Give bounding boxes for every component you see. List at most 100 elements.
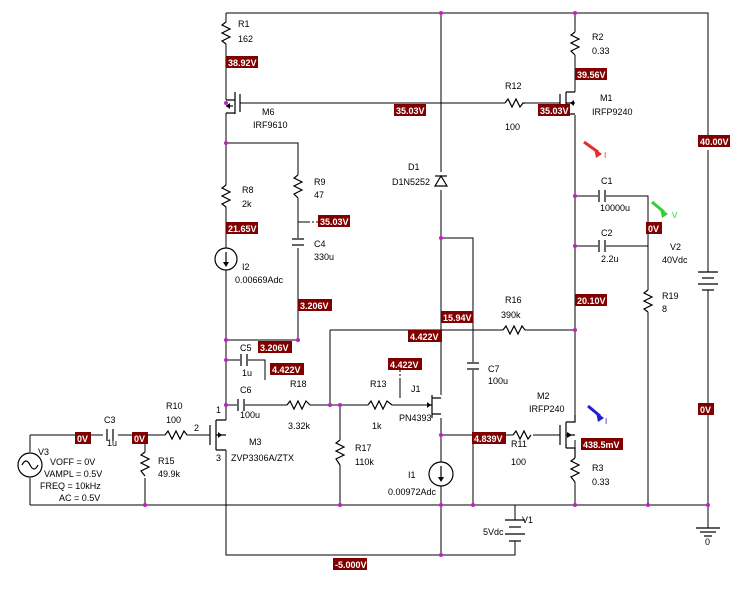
c7-value: 100u — [488, 376, 508, 386]
svg-text:35.03V: 35.03V — [320, 217, 349, 227]
voltage-badge: 35.03V — [318, 215, 350, 227]
svg-text:0V: 0V — [134, 434, 145, 444]
r1-value: 162 — [238, 34, 253, 44]
voltage-badge: 4.422V — [388, 358, 422, 370]
svg-text:4.839V: 4.839V — [474, 434, 503, 444]
voltage-badge: 35.03V — [538, 104, 570, 116]
r13-symbol — [367, 399, 393, 411]
voltage-badge: 15.94V — [441, 311, 473, 323]
voltage-badge: 0V — [75, 432, 91, 444]
svg-text:35.03V: 35.03V — [396, 106, 425, 116]
svg-text:-5.000V: -5.000V — [335, 560, 367, 570]
r11-ref: R11 — [511, 439, 527, 449]
v2-value: 40Vdc — [662, 255, 688, 265]
r1-symbol — [220, 21, 232, 45]
m2-value: IRFP240 — [529, 404, 565, 414]
r12-symbol — [504, 97, 525, 109]
svg-text:39.56V: 39.56V — [577, 70, 606, 80]
m1-ref: M1 — [600, 93, 613, 103]
c3-value: 1u — [107, 438, 117, 448]
r15-ref: R15 — [158, 456, 175, 466]
voltage-badge: 35.03V — [394, 104, 426, 116]
c1-symbol — [598, 190, 606, 202]
d1-symbol — [433, 174, 449, 187]
voltage-badge: -5.000V — [333, 558, 367, 570]
r15-value: 49.9k — [158, 469, 181, 479]
voltage-badge: 21.65V — [226, 222, 258, 234]
r3-ref: R3 — [592, 463, 604, 473]
c6-symbol — [237, 399, 245, 411]
c4-ref: C4 — [314, 239, 326, 249]
voltage-badge: 4.422V — [270, 363, 304, 375]
m1-value: IRFP9240 — [592, 107, 633, 117]
component-labels: R1 162 R2 0.33 M6 IRF9610 R12 100 M1 IRF… — [38, 19, 710, 547]
junction-dots — [143, 11, 710, 557]
d1-ref: D1 — [408, 162, 420, 172]
current-probe-red-icon: I — [583, 140, 606, 160]
svg-text:38.92V: 38.92V — [228, 58, 257, 68]
v3-symbol — [17, 452, 43, 478]
c6-value: 100u — [240, 410, 260, 420]
r2-symbol — [569, 31, 581, 56]
resistor-symbols — [139, 21, 654, 483]
r9-symbol — [292, 174, 304, 199]
r10-value: 100 — [166, 415, 181, 425]
v3-voff: VOFF = 0V — [50, 457, 95, 467]
voltage-probe-green-icon: V — [651, 200, 678, 220]
j1-value: PN4393 — [399, 413, 432, 423]
r8-value: 2k — [242, 199, 252, 209]
m3-ref: M3 — [249, 437, 262, 447]
svg-text:3.206V: 3.206V — [300, 301, 329, 311]
r1-ref: R1 — [238, 19, 250, 29]
m6-symbol — [226, 92, 241, 114]
voltage-badges: 38.92V 39.56V 35.03V 35.03V 40.00V 35.03… — [75, 56, 730, 570]
m3-value: ZVP3306A/ZTX — [231, 453, 294, 463]
voltage-badge: 39.56V — [575, 68, 607, 80]
r11-symbol — [512, 429, 532, 441]
ground-symbol — [696, 527, 720, 537]
c5-symbol — [240, 354, 248, 366]
r17-ref: R17 — [355, 443, 372, 453]
svg-text:I: I — [604, 151, 606, 160]
c1-value: 10000u — [600, 203, 630, 213]
i2-symbol — [214, 247, 238, 271]
svg-text:0V: 0V — [700, 405, 711, 415]
voltage-badge: 0V — [132, 432, 148, 444]
i2-ref: I2 — [242, 262, 250, 272]
v2-ref: V2 — [670, 242, 681, 252]
voltage-badge: 0V — [646, 222, 662, 234]
c2-symbol — [598, 240, 606, 252]
m3-pin2: 2 — [194, 423, 199, 433]
voltage-badge: 3.206V — [258, 341, 292, 353]
r3-symbol — [569, 457, 581, 483]
voltage-badge: 38.92V — [226, 56, 258, 68]
voltage-badge: 40.00V — [698, 135, 730, 147]
j1-ref: J1 — [411, 384, 421, 394]
r11-value: 100 — [511, 457, 526, 467]
r18-ref: R18 — [290, 379, 307, 389]
voltage-badge: 4.422V — [408, 330, 442, 342]
r8-ref: R8 — [242, 185, 254, 195]
i2-value: 0.00669Adc — [235, 275, 284, 285]
svg-text:15.94V: 15.94V — [443, 313, 472, 323]
r19-ref: R19 — [662, 291, 679, 301]
svg-text:3.206V: 3.206V — [260, 343, 289, 353]
voltage-badge: 0V — [698, 403, 714, 415]
capacitor-symbols — [106, 190, 606, 441]
current-probe-blue-icon: I — [587, 404, 607, 426]
v3-vampl: VAMPL = 0.5V — [44, 469, 102, 479]
c3-ref: C3 — [104, 415, 116, 425]
r9-value: 47 — [314, 190, 324, 200]
c4-value: 330u — [314, 252, 334, 262]
r12-ref: R12 — [505, 81, 522, 91]
r19-symbol — [642, 289, 654, 313]
m6-ref: M6 — [262, 107, 275, 117]
sources — [17, 247, 720, 545]
r2-value: 0.33 — [592, 46, 610, 56]
i1-symbol — [428, 461, 454, 487]
v1-ref: V1 — [522, 515, 533, 525]
c5-value: 1u — [242, 368, 252, 378]
v2-symbol — [698, 270, 718, 300]
r8-symbol — [220, 184, 232, 208]
